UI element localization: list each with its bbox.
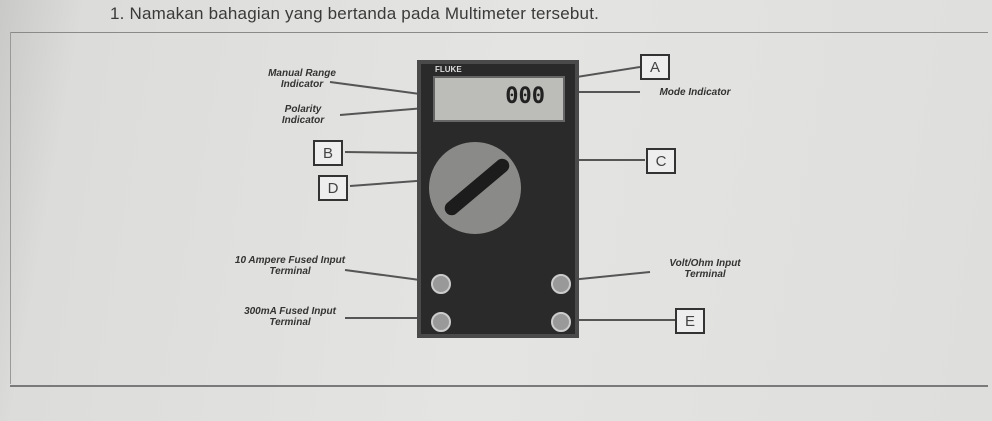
- marker-d: D: [318, 175, 348, 201]
- frame-border: [10, 32, 11, 384]
- ampere-jack: [431, 274, 451, 294]
- marker-e: E: [675, 308, 705, 334]
- manual-range-label: Manual Range Indicator: [268, 68, 336, 90]
- marker-a: A: [640, 54, 670, 80]
- diagram-frame: [10, 32, 988, 387]
- multimeter: 000 FLUKE: [417, 60, 579, 338]
- marker-b: B: [313, 140, 343, 166]
- display-reading: 000: [505, 84, 545, 109]
- marker-c: C: [646, 148, 676, 174]
- common-jack: [551, 312, 571, 332]
- ampere-terminal-label: 10 Ampere Fused Input Terminal: [234, 255, 346, 277]
- polarity-label: Polarity Indicator: [281, 104, 325, 126]
- mode-label: Mode Indicator: [659, 87, 731, 98]
- lcd-display: 000: [433, 76, 565, 122]
- milliamp-terminal-label: 300mA Fused Input Terminal: [244, 306, 336, 328]
- volt-ohm-terminal-label: Volt/Ohm Input Terminal: [669, 258, 741, 280]
- brand-logo: FLUKE: [435, 65, 462, 74]
- milliamp-jack: [431, 312, 451, 332]
- question-text: 1. Namakan bahagian yang bertanda pada M…: [110, 4, 600, 23]
- selector-knob: [441, 155, 513, 219]
- volt-ohm-jack: [551, 274, 571, 294]
- rotary-selector-dial: [429, 142, 521, 234]
